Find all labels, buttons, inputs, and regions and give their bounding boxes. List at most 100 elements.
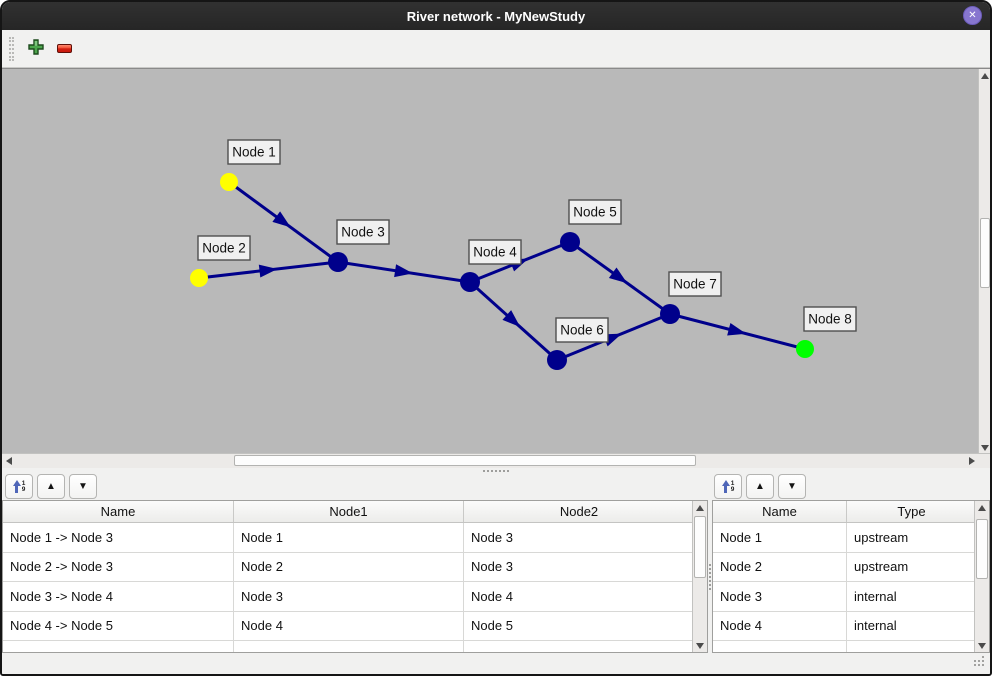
scroll-up-button[interactable] xyxy=(979,69,990,82)
table-cell[interactable]: Node 1 xyxy=(713,523,847,552)
flow-direction-arrow-icon xyxy=(258,264,278,278)
scroll-down-button[interactable] xyxy=(979,441,990,454)
table-cell[interactable]: Node 3 xyxy=(234,582,464,611)
node-label: Node 6 xyxy=(555,317,609,343)
branch-move-down-button[interactable]: ▼ xyxy=(69,474,97,499)
node-label-text: Node 1 xyxy=(232,145,276,160)
node-move-up-button[interactable]: ▲ xyxy=(746,474,774,499)
node-label: Node 7 xyxy=(668,271,722,297)
table-cell[interactable]: upstream xyxy=(854,529,909,545)
table-cell[interactable]: Node 1 -> Node 3 xyxy=(3,523,234,552)
scroll-down-icon xyxy=(980,444,989,451)
network-node[interactable] xyxy=(796,340,814,358)
table-cell[interactable]: upstream xyxy=(854,559,909,575)
branch-table-scrollbar[interactable] xyxy=(692,501,707,652)
column-header[interactable]: Type xyxy=(897,504,926,519)
table-cell[interactable]: Node 4 -> Node 5 xyxy=(3,611,234,640)
scroll-down-icon xyxy=(696,642,704,649)
node-table-row[interactable]: Node 4 internal xyxy=(713,611,989,641)
add-button[interactable] xyxy=(22,35,50,63)
scroll-right-button[interactable] xyxy=(965,454,978,468)
canvas-vertical-scrollbar[interactable] xyxy=(978,69,990,454)
remove-button[interactable] xyxy=(50,35,78,63)
column-header[interactable]: Node1 xyxy=(234,501,464,522)
titlebar[interactable]: River network - MyNewStudy ✕ xyxy=(2,2,990,30)
column-header[interactable]: Node2 xyxy=(559,504,599,519)
table-cell[interactable]: Node 4 xyxy=(234,611,464,640)
table-cell xyxy=(713,641,847,652)
vertical-scroll-thumb[interactable] xyxy=(694,516,706,578)
network-node[interactable] xyxy=(190,269,208,287)
node-label: Node 8 xyxy=(803,306,857,332)
node-label: Node 5 xyxy=(568,199,622,225)
node-table-row[interactable]: Node 3 internal xyxy=(713,582,989,612)
table-cell[interactable]: Node 2 -> Node 3 xyxy=(3,552,234,581)
table-cell[interactable]: Node 3 xyxy=(471,529,513,545)
network-node[interactable] xyxy=(660,304,680,324)
scrollbar-corner xyxy=(978,454,990,468)
resize-grip[interactable] xyxy=(974,660,976,662)
table-splitter-handle[interactable] xyxy=(708,500,712,653)
minus-icon xyxy=(56,44,72,53)
main-toolbar xyxy=(2,30,990,68)
horizontal-scroll-thumb[interactable] xyxy=(234,455,696,466)
table-cell[interactable]: Node 4 xyxy=(471,588,513,604)
table-cell[interactable]: Node 5 xyxy=(471,618,513,634)
scroll-down-button[interactable] xyxy=(975,639,989,652)
network-node[interactable] xyxy=(547,350,567,370)
table-cell[interactable]: internal xyxy=(854,588,897,604)
node-table-scrollbar[interactable] xyxy=(974,501,989,652)
branch-move-up-button[interactable]: ▲ xyxy=(37,474,65,499)
scroll-down-icon xyxy=(978,642,986,649)
close-button[interactable]: ✕ xyxy=(963,6,982,25)
column-header[interactable]: Name xyxy=(713,501,847,522)
network-node[interactable] xyxy=(560,232,580,252)
table-cell xyxy=(847,641,976,652)
node-table-row[interactable]: Node 2 upstream xyxy=(713,552,989,582)
network-node[interactable] xyxy=(220,173,238,191)
scroll-up-button[interactable] xyxy=(693,501,707,514)
triangle-down-icon: ▼ xyxy=(78,481,88,492)
node-label: Node 1 xyxy=(227,139,281,165)
scroll-up-button[interactable] xyxy=(975,501,989,514)
table-cell xyxy=(464,641,694,652)
node-table-row[interactable]: Node 1 upstream xyxy=(713,523,989,553)
table-cell[interactable]: Node 1 xyxy=(234,523,464,552)
toolbar-drag-handle[interactable] xyxy=(9,36,14,61)
table-cell[interactable]: Node 2 xyxy=(234,552,464,581)
table-cell[interactable]: Node 3 xyxy=(713,582,847,611)
table-cell[interactable]: Node 3 -> Node 4 xyxy=(3,582,234,611)
table-cell[interactable]: Node 4 xyxy=(713,611,847,640)
vertical-scroll-thumb[interactable] xyxy=(976,519,988,579)
node-label-text: Node 6 xyxy=(560,323,604,338)
splitter-dots-icon xyxy=(483,469,509,472)
scroll-left-button[interactable] xyxy=(2,454,15,468)
scroll-down-button[interactable] xyxy=(693,639,707,652)
network-node[interactable] xyxy=(460,272,480,292)
column-header[interactable]: Name xyxy=(3,501,234,522)
flow-direction-arrow-icon xyxy=(727,322,747,336)
vertical-scroll-thumb[interactable] xyxy=(979,218,990,288)
table-cell[interactable]: Node 2 xyxy=(713,552,847,581)
canvas-horizontal-scrollbar[interactable] xyxy=(2,454,978,468)
node-move-down-button[interactable]: ▼ xyxy=(778,474,806,499)
network-node[interactable] xyxy=(328,252,348,272)
table-cell[interactable]: internal xyxy=(854,618,897,634)
splitter-handle[interactable] xyxy=(2,468,990,473)
node-label: Node 4 xyxy=(468,239,522,265)
node-label-text: Node 5 xyxy=(573,205,617,220)
table-cell[interactable]: Node 3 xyxy=(471,559,513,575)
